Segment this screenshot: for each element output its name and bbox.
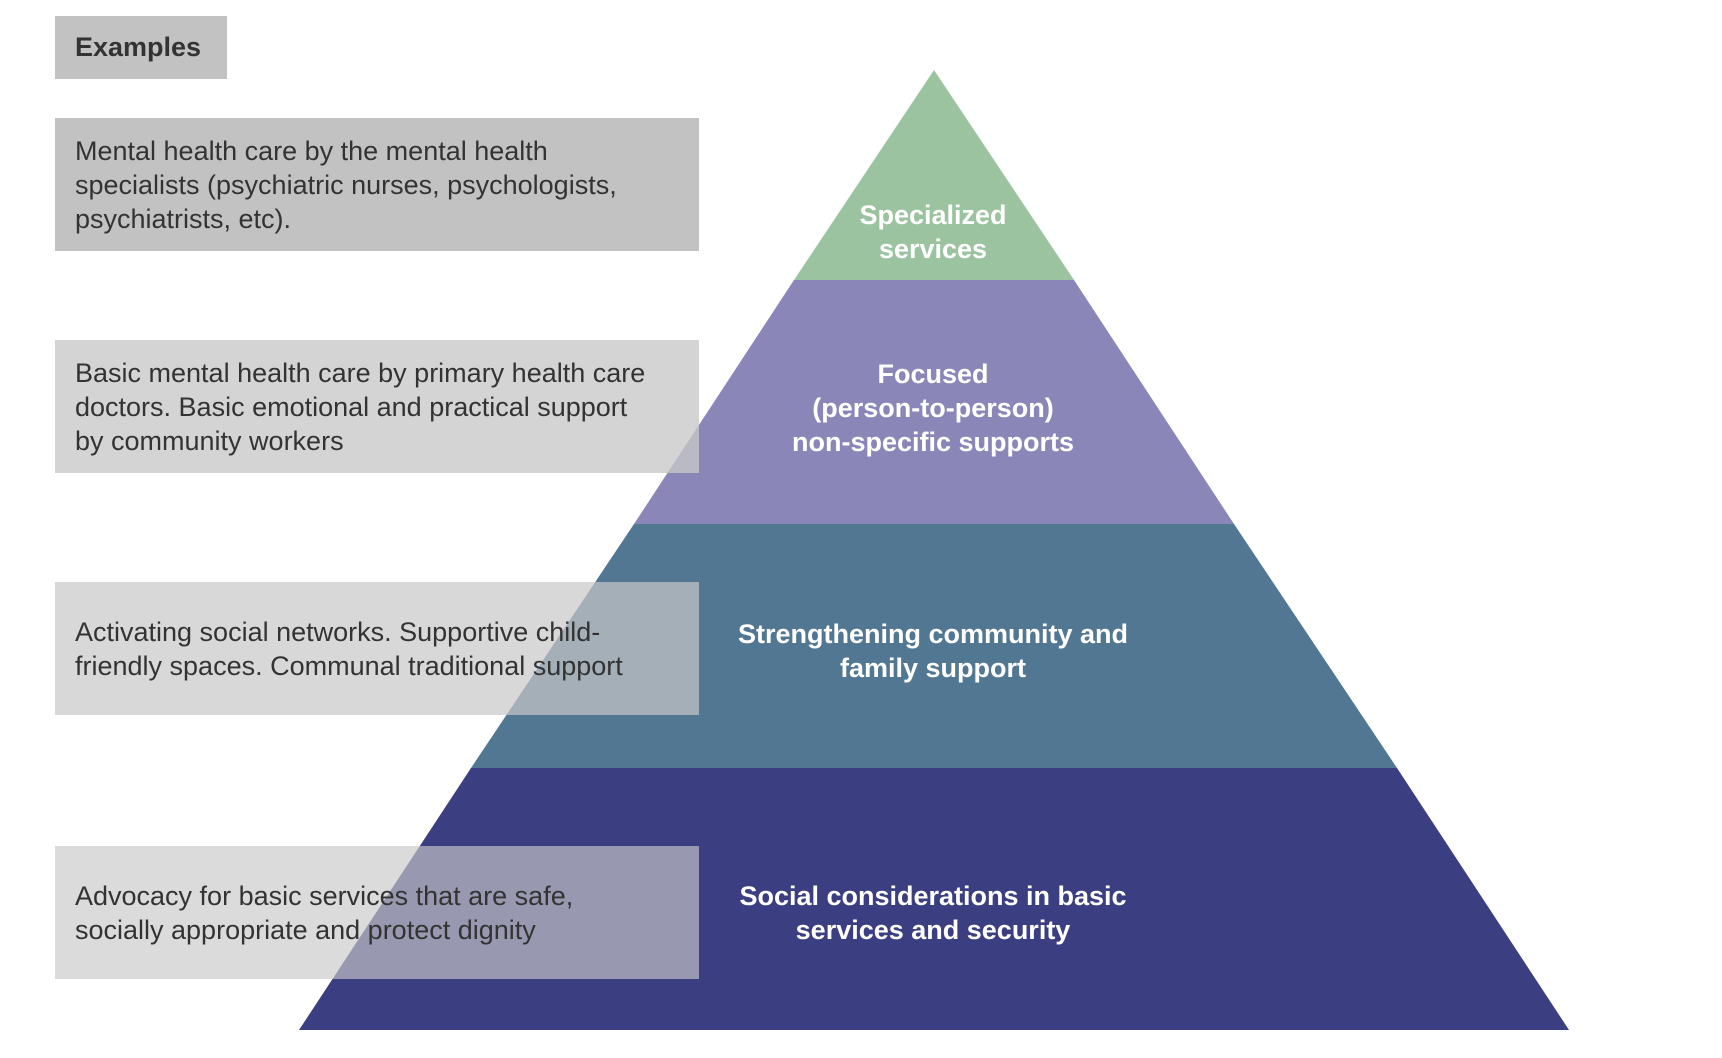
example-box-focused: Basic mental health care by primary heal… — [55, 340, 699, 473]
layer-label-specialized-services: Specialized services — [859, 200, 1007, 264]
pyramid-layer-focused-supports — [634, 280, 1234, 524]
example-box-specialized: Mental health care by the mental health … — [55, 118, 699, 251]
layer-label-basic-services-security: Social considerations in basic services … — [739, 881, 1127, 945]
example-text: Basic mental health care by primary heal… — [75, 357, 646, 456]
layer-label-community-family-support: Strengthening community and family suppo… — [737, 619, 1129, 683]
pyramid-layer-community-family-support — [471, 524, 1397, 768]
examples-header: Examples — [55, 16, 227, 79]
example-text: Activating social networks. Supportive c… — [75, 616, 623, 681]
example-text: Mental health care by the mental health … — [75, 135, 617, 234]
pyramid-layer-specialized-services — [794, 70, 1074, 280]
example-text: Advocacy for basic services that are saf… — [75, 880, 574, 945]
example-box-basic-services: Advocacy for basic services that are saf… — [55, 846, 699, 979]
example-box-community: Activating social networks. Supportive c… — [55, 582, 699, 715]
layer-label-focused-supports: Focused (person-to-person) non-specific … — [791, 359, 1075, 457]
